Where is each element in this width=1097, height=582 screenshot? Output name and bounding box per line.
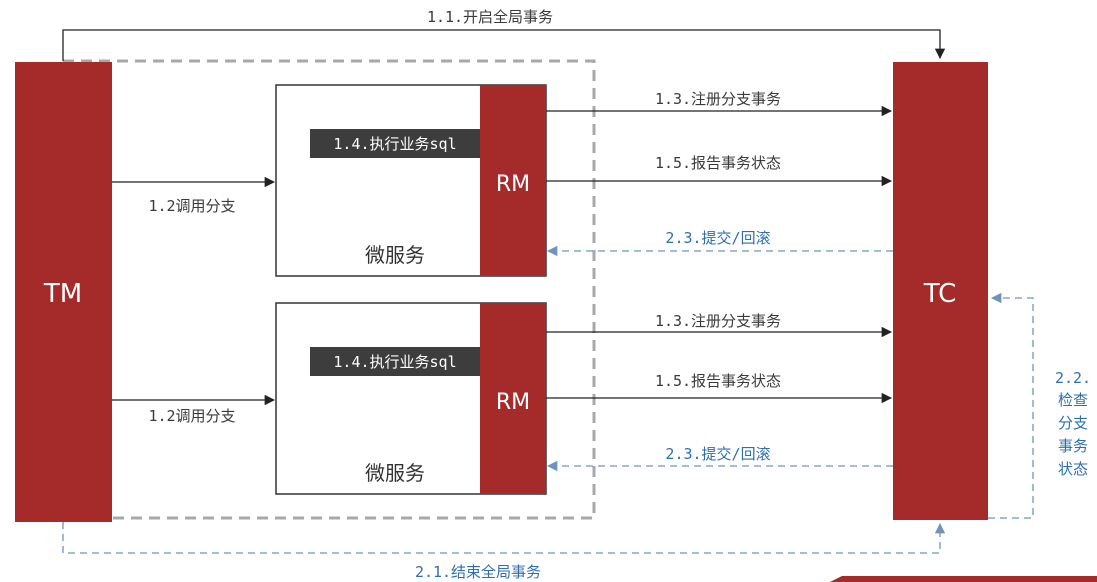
rm-box-2	[480, 303, 546, 494]
sql-badge-2	[310, 347, 480, 376]
label-register-branch-1: 1.3.注册分支事务	[655, 90, 781, 108]
label-call-branch-2: 1.2调用分支	[148, 407, 235, 425]
sql-badge-1	[310, 129, 480, 158]
microservice-label-2: 微服务	[365, 461, 425, 485]
arrow-begin-global	[62, 29, 946, 61]
microservice-label-1: 微服务	[365, 243, 425, 267]
sql-badge-1-label: 1.4.执行业务sql	[333, 135, 456, 153]
corner-decoration	[830, 576, 1097, 582]
label-check-branch-5: 状态	[1058, 460, 1088, 478]
label-end-global: 2.1.结束全局事务	[415, 563, 541, 581]
label-commit-rollback-1: 2.3.提交/回滚	[665, 229, 770, 247]
tc-label: TC	[923, 279, 957, 309]
rm-box-1	[480, 85, 546, 276]
tc-box	[893, 62, 988, 520]
tm-box	[15, 62, 112, 522]
label-call-branch-1: 1.2调用分支	[148, 197, 235, 215]
arrow-check-branch	[988, 292, 1034, 519]
label-check-branch-2: 检查	[1058, 391, 1088, 409]
tm-label: TM	[43, 279, 82, 309]
label-report-status-2: 1.5.报告事务状态	[655, 372, 781, 390]
rm-label-1: RM	[496, 172, 530, 197]
label-check-branch-3: 分支	[1058, 414, 1088, 432]
label-begin-global: 1.1.开启全局事务	[427, 8, 553, 26]
label-check-branch-4: 事务	[1058, 437, 1088, 455]
label-commit-rollback-2: 2.3.提交/回滚	[665, 445, 770, 463]
sql-badge-2-label: 1.4.执行业务sql	[333, 353, 456, 371]
label-check-branch-1: 2.2.	[1055, 369, 1091, 387]
rm-label-2: RM	[496, 390, 530, 415]
label-report-status-1: 1.5.报告事务状态	[655, 154, 781, 172]
label-register-branch-2: 1.3.注册分支事务	[655, 312, 781, 330]
arrow-end-global	[62, 522, 946, 554]
